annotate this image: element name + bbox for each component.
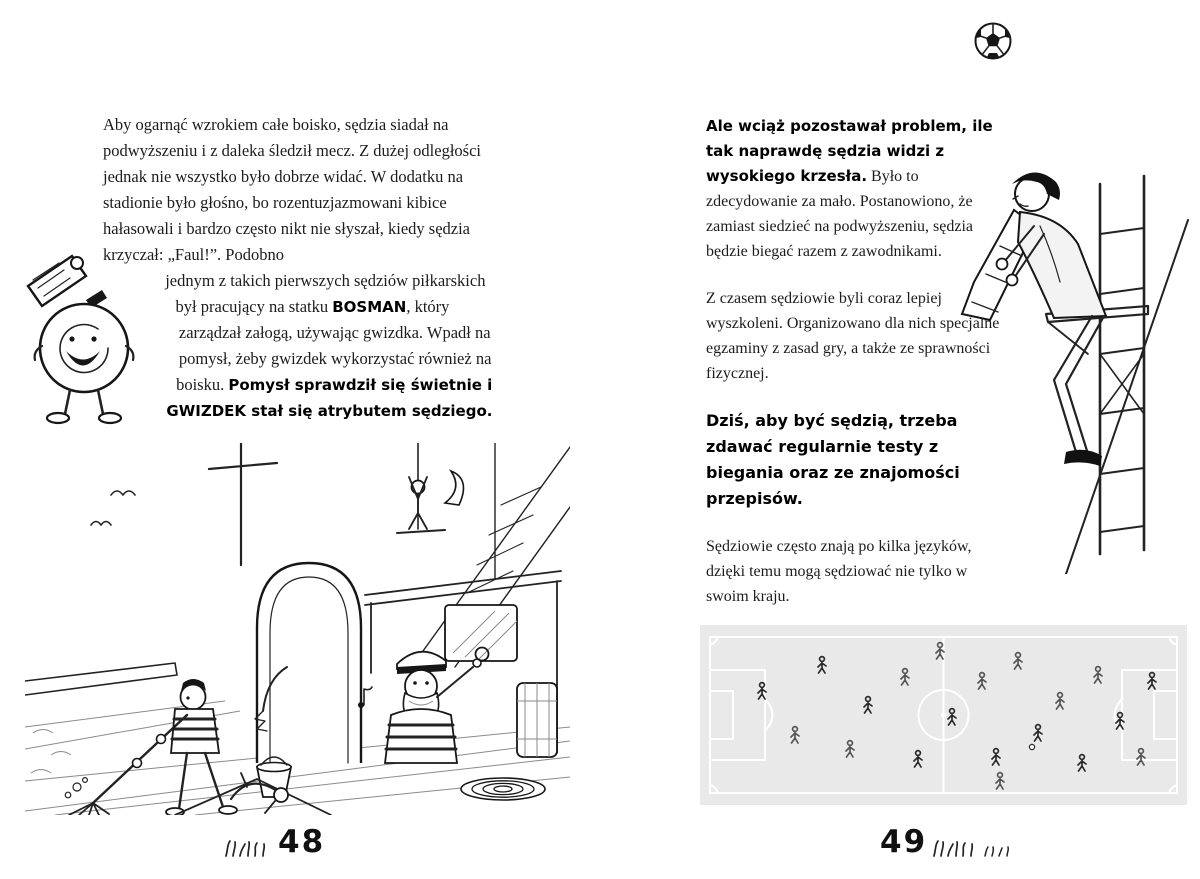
- left-page-paragraph-intro: Aby ogarnąć wzrokiem całe boisko, sędzia…: [103, 112, 505, 268]
- bosman-figure: [383, 646, 490, 764]
- right-page-text-block: Ale wciąż pozostawał problem, ile tak na…: [706, 114, 1000, 631]
- pitch-lines: [709, 636, 1178, 794]
- grass-tuft-icon: [225, 840, 266, 857]
- ship-cabin: [364, 570, 562, 754]
- left-page-text-block: Aby ogarnąć wzrokiem całe boisko, sędzia…: [103, 112, 505, 440]
- intro-text: Aby ogarnąć wzrokiem całe boisko, sędzia…: [103, 115, 481, 264]
- page-number-right: 49: [880, 824, 928, 860]
- ship-deck-illustration: [25, 443, 570, 815]
- bosman-bold-text: BOSMAN: [332, 298, 407, 316]
- coiled-rope: [460, 777, 546, 801]
- problem-rest-text: Było to zdecydowanie za mało. Postanowio…: [706, 168, 973, 260]
- right-paragraph-3-highlight: Dziś, aby być sędzią, trzeba zdawać regu…: [706, 411, 960, 508]
- deck-arch-vent: [254, 561, 363, 764]
- wrap-pre-text: jednym z takich pierwszych sędziów piłka…: [165, 271, 486, 316]
- right-paragraph-4: Sędziowie często znają po kilka języków,…: [706, 538, 972, 605]
- grass-tuft-small-icon: [984, 846, 1010, 857]
- music-note-icon: [358, 686, 373, 708]
- barrel: [516, 682, 558, 758]
- pitch-players: [757, 641, 1157, 790]
- scrubbing-sailor-figure: [174, 772, 332, 815]
- soccer-ball-icon: [974, 22, 1012, 60]
- problem-highlight-text: Ale wciąż pozostawał problem, ile tak na…: [706, 117, 993, 185]
- grass-tuft-icon: [933, 840, 974, 857]
- whistle-mascot-illustration: [26, 254, 135, 425]
- ball-on-pitch: [1028, 743, 1036, 751]
- referee-high-chair-illustration: [960, 172, 1189, 574]
- mopping-sailor-figure: [64, 679, 238, 815]
- football-pitch-illustration: [700, 625, 1187, 805]
- wrap-post-text: , który zarządzał załogą, używając gwizd…: [176, 297, 492, 394]
- whistle-highlight-text: Pomysł sprawdził się świetnie i GWIZDEK …: [166, 376, 493, 420]
- right-paragraph-1: Ale wciąż pozostawał problem, ile tak na…: [706, 114, 1000, 264]
- seagulls-icon: [90, 490, 136, 526]
- right-paragraph-2: Z czasem sędziowie byli coraz lepiej wys…: [706, 290, 1000, 382]
- left-page-paragraph-wrap: jednym z takich pierwszych sędziów piłka…: [103, 268, 505, 424]
- climbing-sailor-figure: [396, 443, 465, 534]
- referee-figure: [960, 172, 1108, 466]
- page-number-left: 48: [278, 824, 326, 860]
